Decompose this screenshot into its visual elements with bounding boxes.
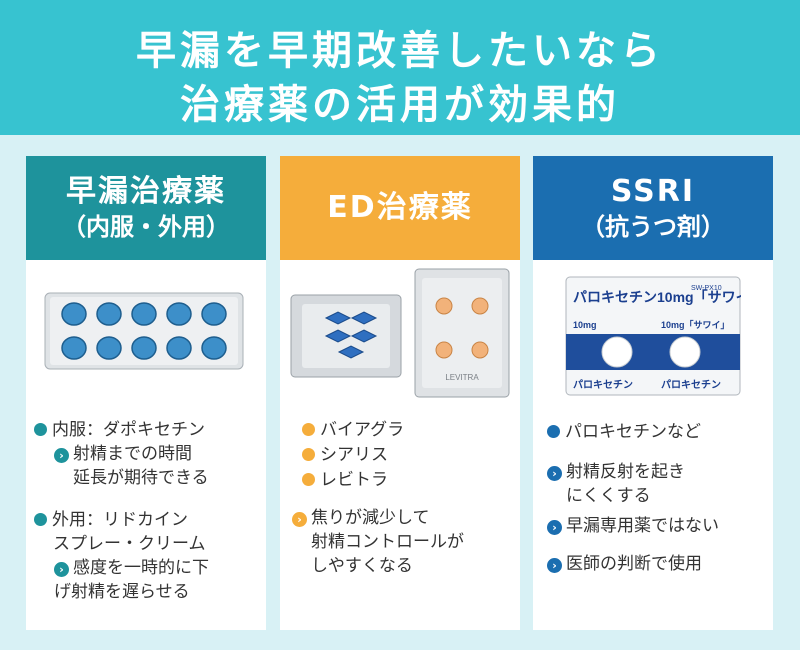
chevron-right-icon: › — [54, 448, 69, 463]
column-header: 早漏治療薬 （内服・外用） — [26, 156, 266, 260]
column-premature-ejaculation-drugs: 早漏治療薬 （内服・外用） 内服：ダポキセチン ›射精までの時間 延長が期待でき… — [26, 156, 266, 630]
list-note-oral: ›射精までの時間 延長が期待できる — [54, 442, 209, 490]
chevron-right-icon: › — [547, 558, 562, 573]
list-item-drug-1: バイアグラ — [302, 418, 404, 442]
list-item-paroxetine: パロキセチンなど — [547, 420, 701, 444]
header-banner: 早漏を早期改善したいなら 治療薬の活用が効果的 — [0, 0, 800, 135]
column-subtitle: （内服・外用） — [62, 213, 230, 241]
pack-dose-label: 10mg — [573, 320, 597, 330]
list-note-topical: ›感度を一時的に下 げ射精を遅らせる — [54, 558, 209, 602]
chevron-right-icon: › — [547, 520, 562, 535]
list-item-oral: 内服：ダポキセチン — [34, 418, 205, 442]
list-item-topical: 外用：リドカイン スプレー・クリーム — [34, 508, 206, 556]
list-note-2: ›早漏専用薬ではない — [547, 514, 719, 538]
bullet-dot-icon — [302, 423, 315, 436]
list-item-drug-2: シアリス — [302, 443, 388, 467]
blue-pill-pack-image — [290, 294, 402, 378]
column-ed-drugs: ED治療薬 LEVITRA バイアグラ シアリス レビトラ ›焦りが減少して 射… — [280, 156, 520, 630]
bullet-dot-icon — [302, 448, 315, 461]
column-ssri: SSRI （抗うつ剤） パロキセチン10mg「サワイ」 SW-PX10 10mg… — [533, 156, 773, 630]
bullet-dot-icon — [302, 473, 315, 486]
pack-dose-label: 10mg「サワイ」 — [661, 319, 730, 330]
title-line-1: 早漏を早期改善したいなら — [136, 28, 664, 74]
paroxetine-pack-image: パロキセチン10mg「サワイ」 SW-PX10 10mg 10mg「サワイ」 パ… — [565, 276, 741, 396]
pack-short-label: パロキセチン — [661, 379, 721, 391]
column-header: ED治療薬 — [280, 156, 520, 260]
pack-short-label: パロキセチン — [573, 379, 633, 391]
pack-name-label: パロキセチン10mg「サワイ」 — [573, 289, 741, 305]
bullet-dot-icon — [547, 425, 560, 438]
column-header: SSRI （抗うつ剤） — [533, 156, 773, 260]
levitra-label: LEVITRA — [445, 373, 479, 382]
column-subtitle: （抗うつ剤） — [581, 213, 725, 241]
blister-pack-image — [44, 292, 244, 370]
list-note-ed: ›焦りが減少して 射精コントロールが しやすくなる — [292, 506, 464, 578]
list-note-3: ›医師の判断で使用 — [547, 552, 702, 576]
column-title: 早漏治療薬 — [66, 174, 226, 209]
list-item-drug-3: レビトラ — [302, 468, 388, 492]
column-title: SSRI — [610, 174, 696, 209]
column-title: ED治療薬 — [327, 190, 473, 225]
chevron-right-icon: › — [547, 466, 562, 481]
bullet-dot-icon — [34, 423, 47, 436]
list-note-1: ›射精反射を起き にくくする — [547, 460, 685, 508]
chevron-right-icon: › — [54, 562, 69, 577]
pack-code-label: SW-PX10 — [691, 285, 722, 292]
orange-pill-pack-image: LEVITRA — [414, 268, 510, 398]
bullet-dot-icon — [34, 513, 47, 526]
chevron-right-icon: › — [292, 512, 307, 527]
title-line-2: 治療薬の活用が効果的 — [180, 82, 620, 128]
